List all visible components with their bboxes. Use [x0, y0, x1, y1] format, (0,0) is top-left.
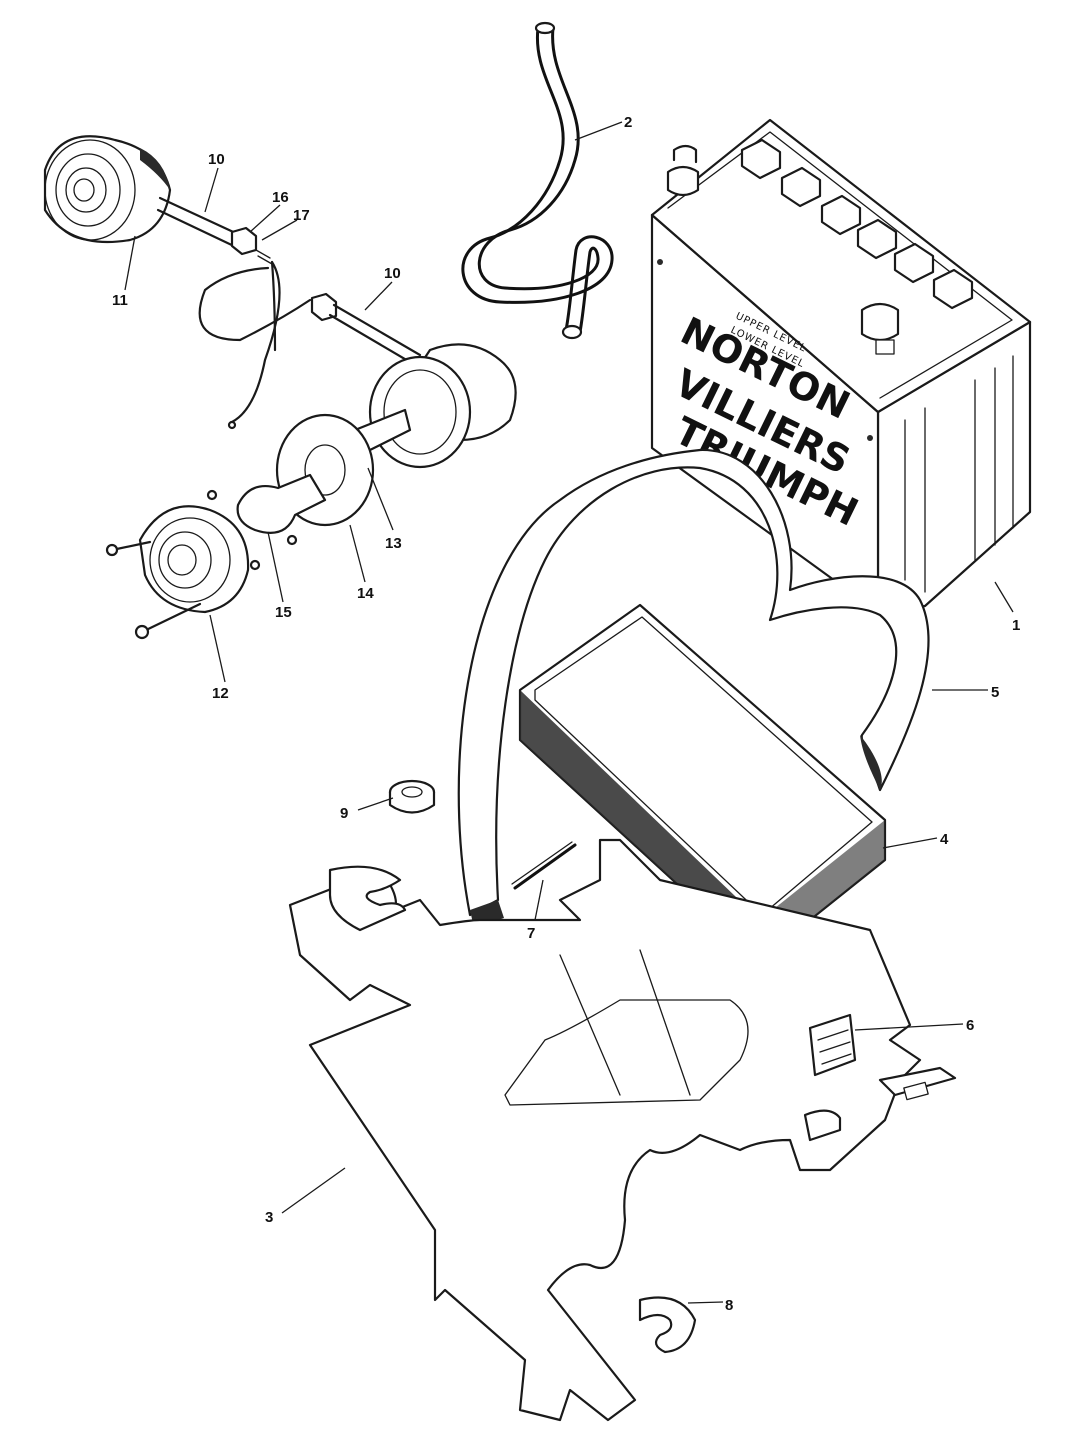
battery: UPPER LEVEL LOWER LEVEL NORTON VILLIERS …	[650, 118, 1032, 614]
callout-10-lower: 10	[384, 265, 401, 282]
vent-tube	[461, 21, 614, 340]
callout-8: 8	[725, 1297, 733, 1314]
callout-4: 4	[940, 831, 949, 848]
battery-terminal-positive	[666, 144, 700, 197]
callout-7: 7	[527, 925, 535, 942]
callout-10-upper: 10	[208, 151, 225, 168]
callout-labels: 1 2 3 4 5 6 7 8 9 10 10 11 12 13 14 15 1…	[112, 114, 1020, 1314]
callout-12: 12	[212, 685, 229, 702]
pin	[511, 841, 577, 890]
callout-6: 6	[966, 1017, 974, 1034]
callout-2: 2	[624, 114, 632, 131]
callout-9: 9	[340, 805, 348, 822]
leader-lines	[124, 121, 1014, 1304]
battery-cell-caps	[740, 138, 974, 310]
callout-16: 16	[272, 189, 289, 206]
vent-louvre	[808, 1013, 857, 1077]
lamp-assembly	[43, 135, 517, 640]
battery-terminal-negative	[860, 302, 900, 355]
lamp-11	[43, 135, 172, 244]
battery-carrier	[288, 838, 957, 1422]
callout-14: 14	[357, 585, 374, 602]
rubber-buffer	[388, 779, 436, 814]
callout-15: 15	[275, 604, 292, 621]
callout-17: 17	[293, 207, 310, 224]
callout-13: 13	[385, 535, 402, 552]
lamp-12-lens	[138, 505, 250, 614]
callout-11: 11	[112, 292, 128, 309]
callout-1: 1	[1012, 617, 1020, 634]
callout-3: 3	[265, 1209, 273, 1226]
callout-5: 5	[991, 684, 999, 701]
